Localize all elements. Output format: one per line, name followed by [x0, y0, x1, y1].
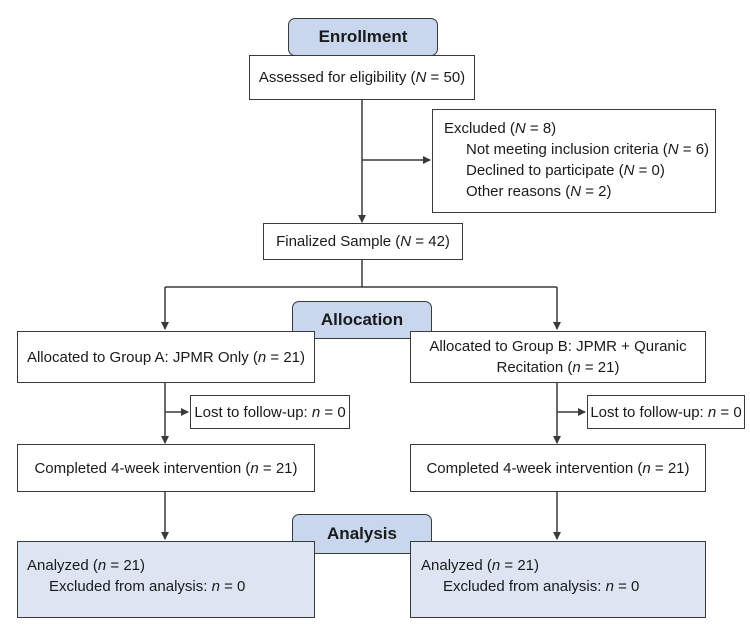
- group-b-analyzed-box: Analyzed (n = 21) Excluded from analysis…: [410, 541, 706, 618]
- group-a-completed-box: Completed 4-week intervention (n = 21): [17, 444, 315, 492]
- group-b-lost-box: Lost to follow-up: n = 0: [587, 395, 745, 429]
- stage-enrollment-label: Enrollment: [318, 27, 408, 46]
- assessed-box: Assessed for eligibility (N = 50): [249, 55, 475, 100]
- excluded-reason-other: Other reasons (N = 2): [466, 183, 612, 200]
- group-b-allocated-text: Allocated to Group B: JPMR + Quranic Rec…: [429, 338, 687, 376]
- group-b-completed-text: Completed 4-week intervention (n = 21): [426, 459, 690, 477]
- excluded-box: Excluded (N = 8) Not meeting inclusion c…: [432, 109, 716, 213]
- stage-enrollment: Enrollment: [288, 18, 438, 56]
- group-a-lost-box: Lost to follow-up: n = 0: [190, 395, 350, 429]
- stage-analysis: Analysis: [292, 514, 432, 554]
- excluded-title: Excluded (N = 8): [444, 120, 557, 137]
- excluded-reason-criteria: Not meeting inclusion criteria (N = 6): [466, 141, 710, 158]
- group-b-analyzed-text: Analyzed (n = 21): [421, 557, 539, 574]
- group-a-analyzed-text: Analyzed (n = 21): [27, 557, 145, 574]
- group-a-excluded-analysis-text: Excluded from analysis: n = 0: [49, 578, 246, 595]
- group-b-lost-text: Lost to follow-up: n = 0: [590, 403, 742, 421]
- finalized-box: Finalized Sample (N = 42): [263, 223, 463, 260]
- group-b-completed-box: Completed 4-week intervention (n = 21): [410, 444, 706, 492]
- group-a-analyzed-box: Analyzed (n = 21) Excluded from analysis…: [17, 541, 315, 618]
- assessed-text: Assessed for eligibility (N = 50): [258, 69, 466, 86]
- group-a-completed-text: Completed 4-week intervention (n = 21): [34, 459, 298, 477]
- stage-allocation-label: Allocation: [320, 310, 404, 329]
- group-b-excluded-analysis-text: Excluded from analysis: n = 0: [443, 578, 640, 595]
- excluded-reason-declined: Declined to participate (N = 0): [466, 162, 665, 179]
- group-a-allocated-box: Allocated to Group A: JPMR Only (n = 21): [17, 331, 315, 383]
- stage-analysis-label: Analysis: [327, 524, 397, 543]
- group-a-allocated-text: Allocated to Group A: JPMR Only (n = 21): [26, 348, 306, 366]
- stage-allocation: Allocation: [292, 301, 432, 339]
- finalized-text: Finalized Sample (N = 42): [276, 233, 450, 250]
- group-b-allocated-box: Allocated to Group B: JPMR + Quranic Rec…: [410, 331, 706, 383]
- group-a-lost-text: Lost to follow-up: n = 0: [194, 403, 346, 421]
